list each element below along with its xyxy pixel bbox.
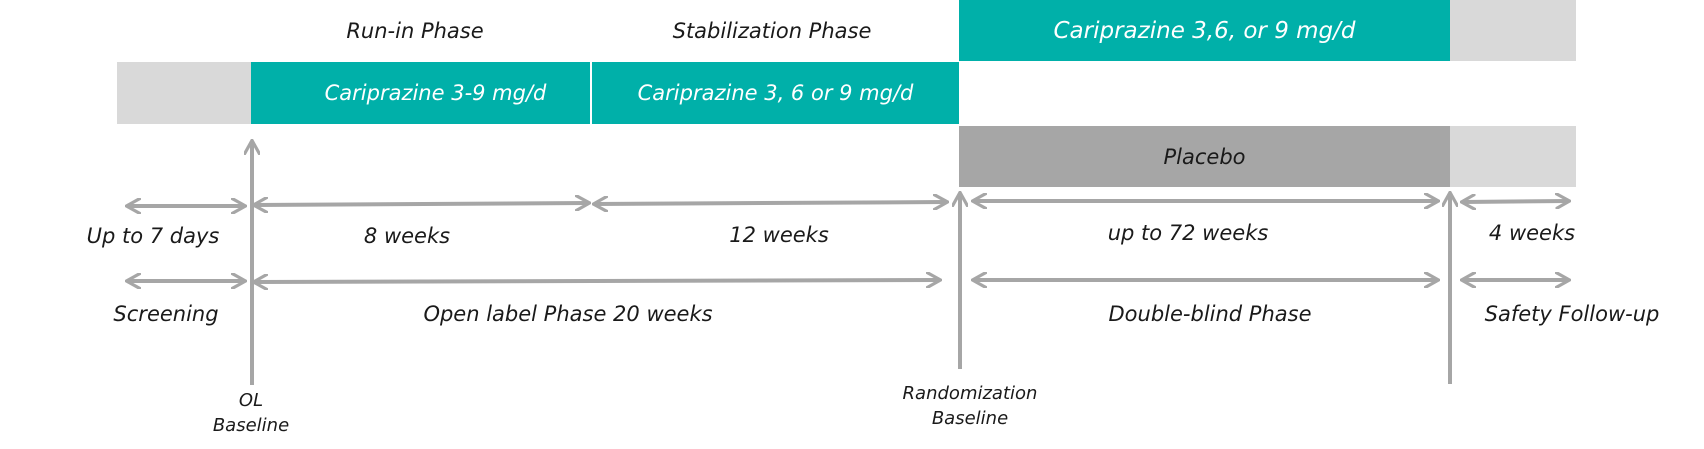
randomization-baseline-line2: Baseline bbox=[931, 408, 1009, 429]
follow-up-bar-top bbox=[1450, 0, 1576, 61]
open-label-period-label: Open label Phase 20 weeks bbox=[423, 302, 713, 326]
run-in-duration-arrow bbox=[255, 203, 588, 205]
randomization-baseline-line1: Randomization bbox=[902, 383, 1038, 404]
open-label-period-arrow bbox=[255, 280, 939, 282]
stabilization-phase-label: Stabilization Phase bbox=[672, 19, 872, 43]
run-in-drug-label: Cariprazine 3-9 mg/d bbox=[324, 81, 547, 105]
stabilization-drug-bar: Cariprazine 3, 6 or 9 mg/d bbox=[592, 62, 959, 124]
run-in-drug-bar: Cariprazine 3-9 mg/d bbox=[251, 62, 590, 124]
ol-baseline-label: OL Baseline bbox=[213, 388, 289, 438]
screening-bar bbox=[117, 62, 251, 124]
randomization-baseline-label: Randomization Baseline bbox=[903, 381, 1038, 431]
placebo-label: Placebo bbox=[1163, 144, 1246, 169]
run-in-phase-label: Run-in Phase bbox=[346, 19, 484, 43]
follow-up-duration-label: 4 weeks bbox=[1488, 221, 1576, 245]
screening-period-label: Screening bbox=[113, 302, 219, 326]
double-blind-drug-label: Cariprazine 3,6, or 9 mg/d bbox=[1053, 17, 1356, 44]
follow-up-duration-arrow bbox=[1463, 201, 1568, 202]
screening-duration-label: Up to 7 days bbox=[86, 224, 220, 248]
follow-up-period-label: Safety Follow-up bbox=[1484, 302, 1660, 326]
placebo-bar: Placebo bbox=[959, 126, 1450, 187]
ol-baseline-line2: Baseline bbox=[212, 415, 290, 436]
stabilization-drug-label: Cariprazine 3, 6 or 9 mg/d bbox=[637, 81, 914, 105]
run-in-duration-label: 8 weeks bbox=[363, 224, 451, 248]
double-blind-duration-label: up to 72 weeks bbox=[1107, 221, 1269, 245]
ol-baseline-line1: OL bbox=[238, 390, 264, 411]
stabilization-duration-label: 12 weeks bbox=[729, 223, 829, 247]
double-blind-period-label: Double-blind Phase bbox=[1108, 302, 1312, 326]
stabilization-duration-arrow bbox=[595, 202, 946, 204]
follow-up-bar-bottom bbox=[1450, 126, 1576, 187]
double-blind-drug-bar: Cariprazine 3,6, or 9 mg/d bbox=[959, 0, 1450, 61]
